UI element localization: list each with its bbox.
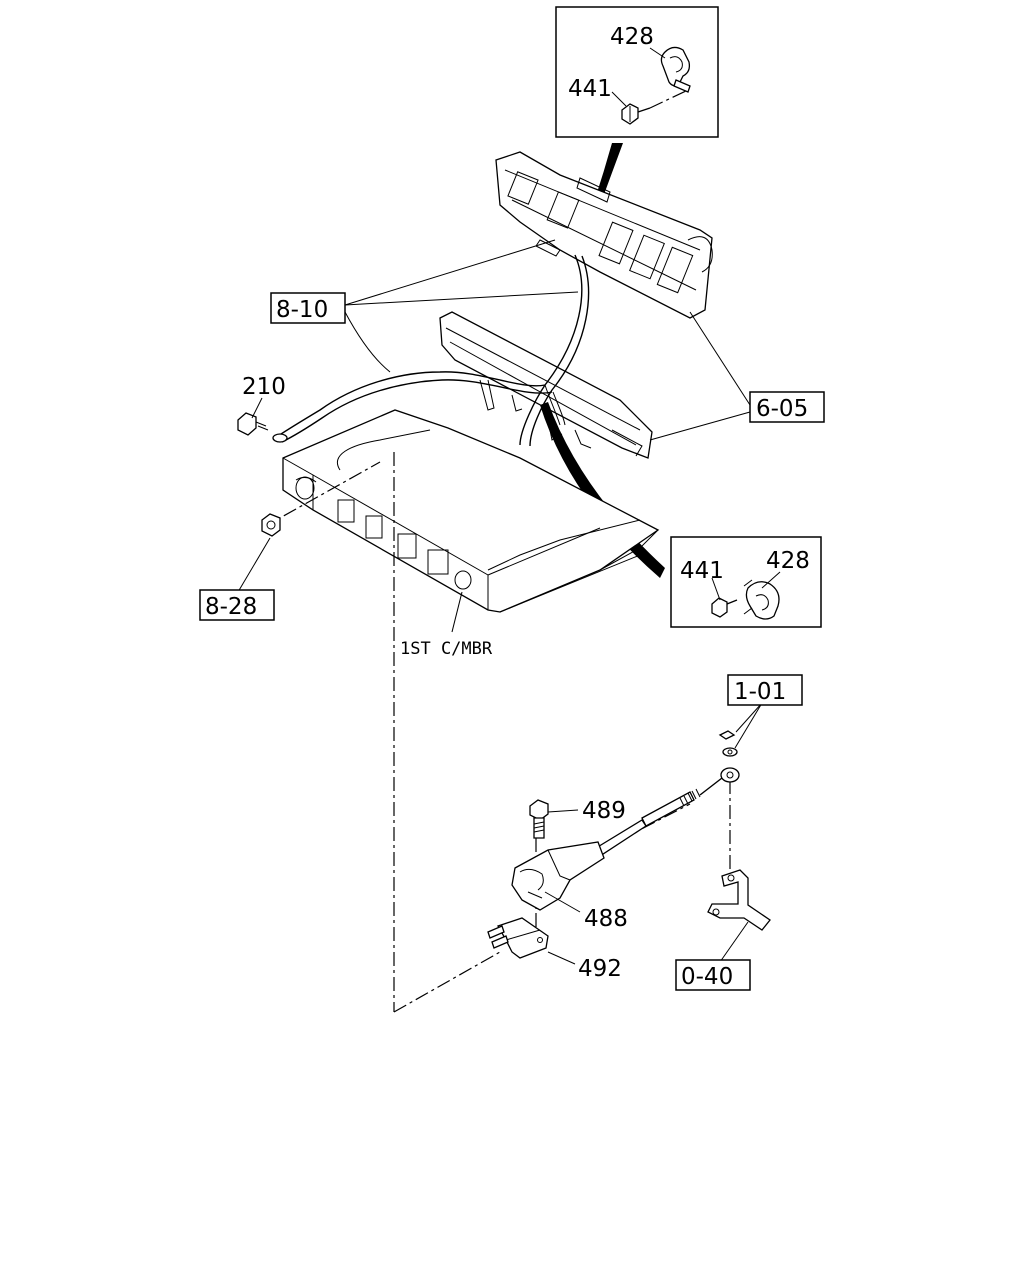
ref-box-6-05[interactable]: 6-05	[749, 391, 825, 423]
frame-first-crossmember	[282, 409, 660, 613]
svg-text:8-28: 8-28	[205, 594, 257, 620]
front-crossmember	[439, 311, 653, 459]
control-cable	[585, 767, 740, 861]
clamp-428-icon	[743, 579, 780, 620]
pointer-bottom	[540, 402, 665, 578]
label-428-top: 428	[610, 24, 654, 50]
svg-text:0-40: 0-40	[681, 964, 733, 990]
bolt-210-icon	[237, 412, 269, 436]
label-441-top: 441	[568, 76, 612, 102]
detail-box-bottom: 441 428	[670, 536, 822, 628]
label-1st-crossmember: 1ST C/MBR	[400, 639, 493, 659]
label-492: 492	[578, 956, 622, 982]
label-441-bottom: 441	[680, 558, 724, 584]
ref-box-8-28[interactable]: 8-28	[199, 589, 275, 621]
bracket-0-40-icon	[707, 869, 771, 931]
label-489: 489	[582, 798, 626, 824]
cable-bracket-488-icon	[511, 841, 605, 911]
label-488: 488	[584, 906, 628, 932]
clamp-428-icon	[660, 46, 691, 93]
wiring-harness	[272, 254, 590, 447]
detail-box-top: 428 441	[555, 6, 719, 138]
bolt-441-icon	[621, 103, 651, 125]
svg-text:8-10: 8-10	[276, 297, 328, 323]
nut-8-28-icon	[261, 513, 281, 537]
svg-text:6-05: 6-05	[756, 396, 808, 422]
ref-box-1-01[interactable]: 1-01	[727, 674, 803, 706]
bolt-441-icon	[711, 597, 738, 618]
radiator-support	[495, 151, 713, 319]
bolt-489-icon	[529, 799, 549, 839]
ref-box-8-10[interactable]: 8-10	[270, 292, 346, 324]
label-428-bottom: 428	[766, 548, 810, 574]
mount-bracket-492-icon	[487, 917, 549, 959]
clip-1-01-icon	[718, 730, 738, 757]
svg-text:1-01: 1-01	[734, 679, 786, 705]
label-210: 210	[242, 374, 286, 400]
ref-box-0-40[interactable]: 0-40	[675, 959, 751, 991]
